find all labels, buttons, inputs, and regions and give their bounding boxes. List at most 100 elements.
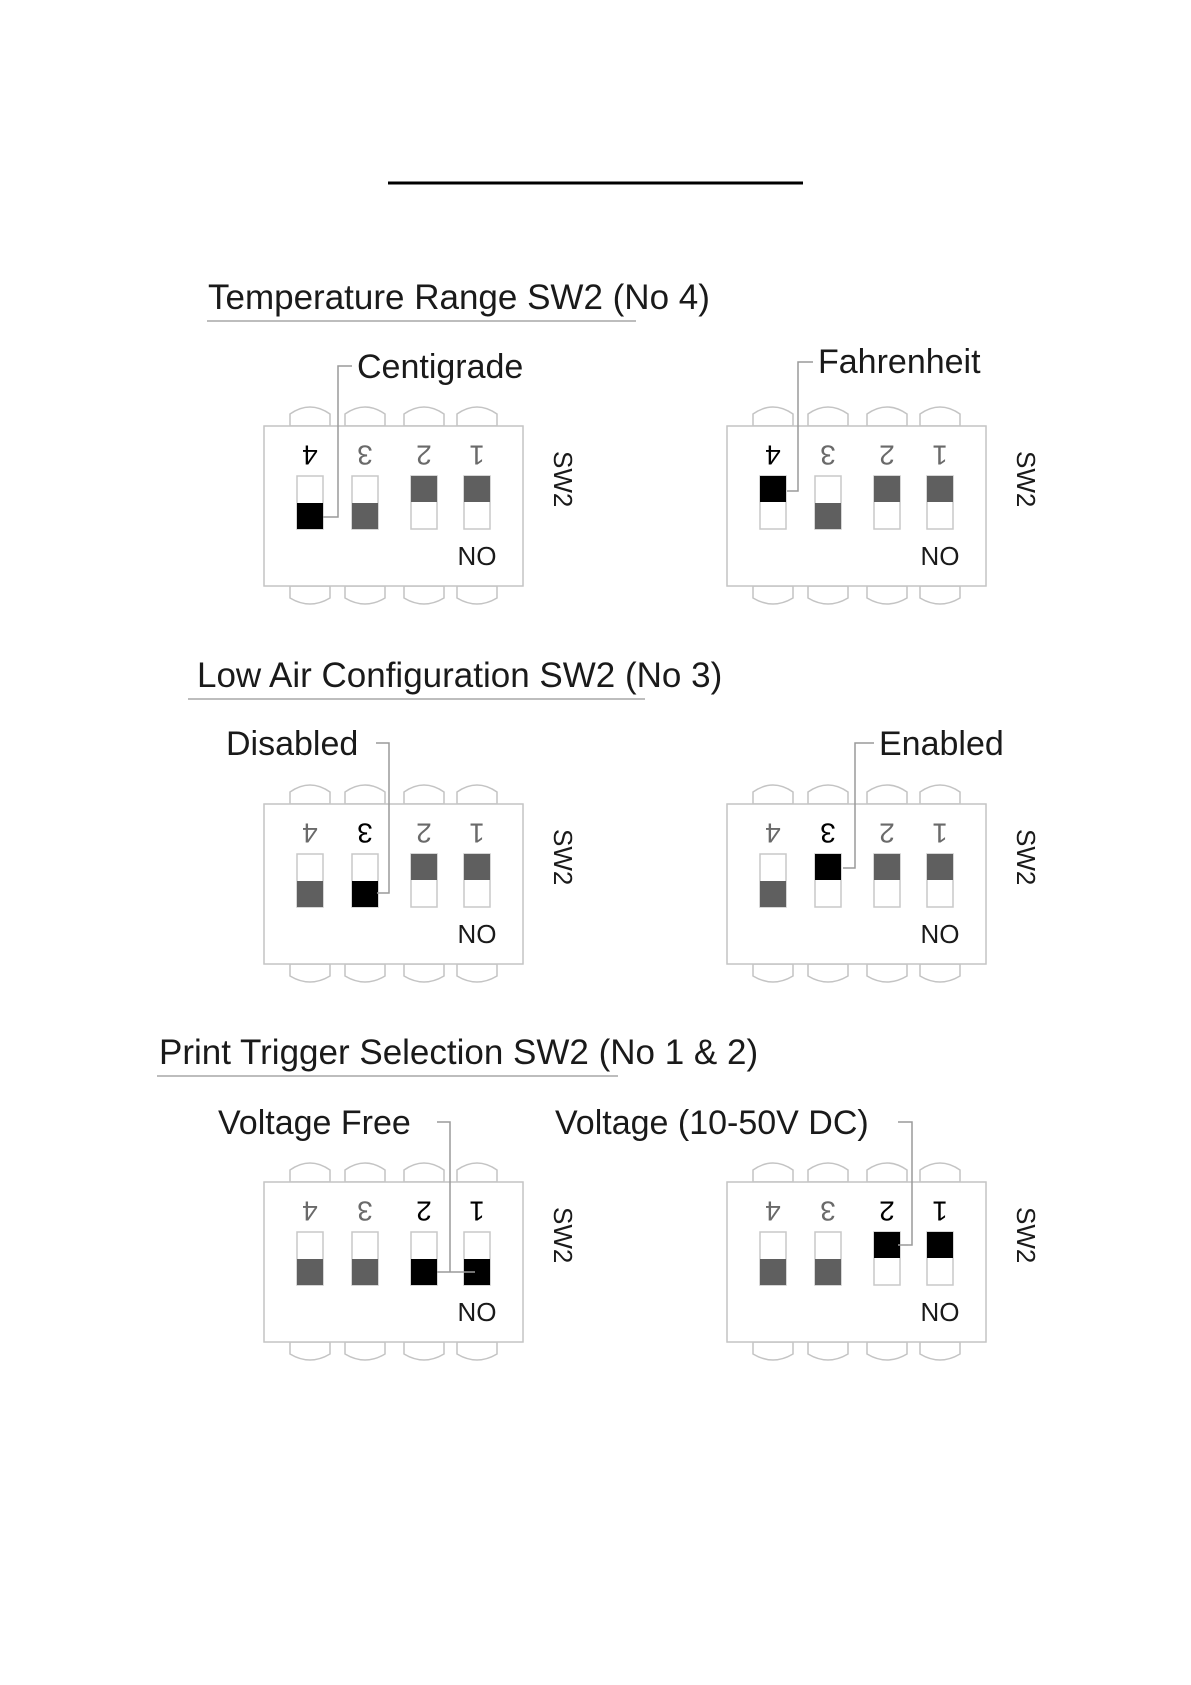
switch-actuator xyxy=(411,1259,437,1285)
switch-actuator xyxy=(464,854,490,880)
connector-pin-top xyxy=(808,407,848,426)
connector-pin-bottom xyxy=(404,1342,444,1360)
connector-pin-bottom xyxy=(457,964,497,982)
connector-pin-bottom xyxy=(753,1342,793,1360)
connector-pin-top xyxy=(867,1163,907,1182)
setting-option-label: Centigrade xyxy=(357,348,523,386)
settings-section: Print Trigger Selection SW2 (No 1 & 2)SW… xyxy=(157,1033,1041,1360)
on-position-label: ON xyxy=(921,541,960,571)
connector-pin-top xyxy=(345,1163,385,1182)
switch-number-label: 2 xyxy=(416,1196,432,1227)
dip-switch-diagram: SW2ON4321Voltage Free xyxy=(218,1104,578,1360)
connector-pin-bottom xyxy=(808,1342,848,1360)
switch-number-label: 1 xyxy=(932,1196,948,1227)
switch-actuator xyxy=(411,476,437,502)
setting-option-label: Voltage (10-50V DC) xyxy=(555,1104,869,1142)
connector-pin-bottom xyxy=(457,586,497,604)
switch-number-label: 1 xyxy=(469,818,485,849)
switch-number-label: 1 xyxy=(932,818,948,849)
on-position-label: ON xyxy=(458,1297,497,1327)
connector-pin-bottom xyxy=(920,1342,960,1360)
switch-actuator xyxy=(815,1259,841,1285)
switch-number-label: 4 xyxy=(302,1196,318,1227)
switch-number-label: 4 xyxy=(765,818,781,849)
switch-number-label: 2 xyxy=(879,440,895,471)
connector-pin-top xyxy=(753,1163,793,1182)
switch-name-label: SW2 xyxy=(548,1207,578,1263)
switch-number-label: 4 xyxy=(765,1196,781,1227)
switch-actuator xyxy=(411,854,437,880)
switch-actuator xyxy=(760,476,786,502)
switch-actuator xyxy=(815,503,841,529)
setting-option-label: Disabled xyxy=(226,725,358,763)
connector-pin-bottom xyxy=(920,586,960,604)
connector-pin-top xyxy=(920,407,960,426)
on-position-label: ON xyxy=(921,1297,960,1327)
connector-pin-top xyxy=(404,785,444,804)
connector-pin-top xyxy=(345,785,385,804)
setting-option-label: Fahrenheit xyxy=(818,343,981,381)
connector-pin-top xyxy=(808,785,848,804)
connector-pin-top xyxy=(457,407,497,426)
connector-pin-top xyxy=(920,1163,960,1182)
switch-actuator xyxy=(352,881,378,907)
connector-pin-bottom xyxy=(753,964,793,982)
connector-pin-bottom xyxy=(404,586,444,604)
switch-name-label: SW2 xyxy=(548,829,578,885)
connector-pin-bottom xyxy=(808,964,848,982)
switch-number-label: 2 xyxy=(416,440,432,471)
switch-name-label: SW2 xyxy=(1011,451,1041,507)
switch-actuator xyxy=(874,1232,900,1258)
connector-pin-top xyxy=(867,407,907,426)
switch-number-label: 4 xyxy=(302,440,318,471)
switch-actuator xyxy=(352,1259,378,1285)
connector-pin-top xyxy=(753,407,793,426)
setting-option-label: Voltage Free xyxy=(218,1104,411,1142)
on-position-label: ON xyxy=(458,541,497,571)
connector-pin-bottom xyxy=(345,964,385,982)
connector-pin-top xyxy=(457,1163,497,1182)
connector-pin-bottom xyxy=(753,586,793,604)
switch-number-label: 3 xyxy=(357,818,373,849)
switch-name-label: SW2 xyxy=(1011,1207,1041,1263)
connector-pin-top xyxy=(867,785,907,804)
switch-actuator xyxy=(352,503,378,529)
switch-actuator xyxy=(297,503,323,529)
connector-pin-bottom xyxy=(920,964,960,982)
connector-pin-bottom xyxy=(345,586,385,604)
switch-number-label: 3 xyxy=(820,818,836,849)
switch-number-label: 3 xyxy=(357,440,373,471)
switch-actuator xyxy=(297,881,323,907)
switch-number-label: 3 xyxy=(820,1196,836,1227)
switch-name-label: SW2 xyxy=(1011,829,1041,885)
connector-pin-top xyxy=(404,1163,444,1182)
connector-pin-top xyxy=(290,785,330,804)
connector-pin-top xyxy=(404,407,444,426)
switch-actuator xyxy=(760,1259,786,1285)
connector-pin-bottom xyxy=(867,586,907,604)
connector-pin-top xyxy=(457,785,497,804)
switch-actuator xyxy=(927,1232,953,1258)
section-heading: Temperature Range SW2 (No 4) xyxy=(208,278,710,317)
switch-number-label: 3 xyxy=(357,1196,373,1227)
switch-number-label: 1 xyxy=(932,440,948,471)
connector-pin-top xyxy=(345,407,385,426)
switch-actuator xyxy=(297,1259,323,1285)
connector-pin-top xyxy=(290,407,330,426)
switch-actuator xyxy=(464,476,490,502)
switch-actuator xyxy=(760,881,786,907)
switch-number-label: 2 xyxy=(879,818,895,849)
connector-pin-top xyxy=(290,1163,330,1182)
connector-pin-top xyxy=(920,785,960,804)
connector-pin-bottom xyxy=(290,964,330,982)
section-heading: Low Air Configuration SW2 (No 3) xyxy=(197,656,722,695)
switch-number-label: 4 xyxy=(302,818,318,849)
switch-actuator xyxy=(815,854,841,880)
